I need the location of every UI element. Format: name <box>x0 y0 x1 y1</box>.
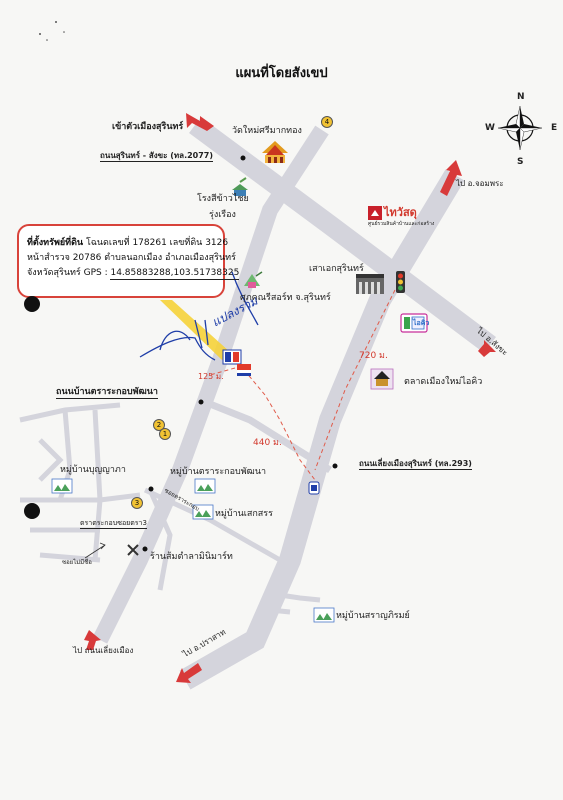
temple-icon <box>262 141 288 163</box>
hole-punch-bottom <box>24 503 40 519</box>
route-dashed <box>209 289 396 481</box>
property-location-icon <box>222 349 242 365</box>
label-thaiwatsadu-sub: ศูนย์รวมสินค้าบ้านและก่อสร้าง <box>368 221 435 227</box>
compass-west: W <box>485 123 495 133</box>
label-dist-125: 125 ม. <box>198 372 224 381</box>
info-deed: โฉนดเลขที่ 178261 เลขที่ดิน 3126 <box>83 238 229 248</box>
compass-north: N <box>517 92 525 102</box>
page-title: แผนที่โดยสังเขป <box>235 66 328 81</box>
thaiwatsadu-logo-icon <box>368 206 382 220</box>
iq-logo-icon <box>400 313 428 333</box>
compass-rose <box>497 105 543 151</box>
label-village-sara: หมู่บ้านสราญภิรมย์ <box>336 611 410 621</box>
label-rice-mill-1: โรงสีข้าวไชย <box>197 194 249 204</box>
info-line-1: ที่ตั้งทรัพย์ที่ดิน โฉนดเลขที่ 178261 เล… <box>27 236 228 251</box>
info-line-3: จังหวัดสุรินทร์ GPS : 14.85883288,103.51… <box>27 266 240 281</box>
road-dots <box>142 155 338 552</box>
village-icon-tra <box>194 478 216 494</box>
label-to-city: เข้าตัวเมืองสุรินทร์ <box>112 122 184 132</box>
property-highlight <box>160 300 230 360</box>
property-flag-icon <box>237 364 251 376</box>
label-village-bu: หมู่บ้านบุญญาภา <box>60 465 126 475</box>
label-market: ตลาดเมืองใหม่ไอคิว <box>404 377 483 387</box>
label-ring-road: ถนนเลี่ยงเมืองสุรินทร์ (ทล.293) <box>359 459 472 470</box>
village-icon-sek <box>192 504 214 520</box>
label-road-tra-ra: ถนนบ้านตราระกอบพัฒนา <box>56 387 158 399</box>
marker-4: 4 <box>321 116 333 128</box>
label-to-chom-phra: ไป อ.จอมพระ <box>456 179 504 188</box>
compass-east: E <box>551 123 558 133</box>
label-resort: ศุภคุณรีสอร์ท จ.สุรินทร์ <box>240 293 331 303</box>
info-line-2: หน้าสำรวจ 20786 ตำบลนอกเมือง อำเภอเมืองส… <box>27 253 236 263</box>
shop-icon <box>127 544 139 556</box>
label-shop: ร้านส้มตำลามินิมาร์ท <box>150 552 233 562</box>
label-sao-surin: เสาเอกสุรินทร์ <box>309 264 364 274</box>
traffic-light-icon <box>396 271 405 293</box>
label-dist-440: 440 ม. <box>253 438 282 448</box>
direction-arrows <box>84 113 496 683</box>
info-label: ที่ตั้งทรัพย์ที่ดิน <box>27 238 84 248</box>
label-rice-mill-2: รุ่งเรือง <box>209 210 236 220</box>
label-village-sek: หมู่บ้านเสกสรร <box>215 509 273 519</box>
label-unnamed-soi: ซอยไม่มีชื่อ <box>62 559 92 566</box>
village-icon-sara <box>313 607 335 623</box>
label-to-ring-road: ไป ถนนเลี่ยงเมือง <box>73 646 134 655</box>
property-info-box: ที่ตั้งทรัพย์ที่ดิน โฉนดเลขที่ 178261 เล… <box>17 224 240 298</box>
iq-logo-text: ไอคิว <box>413 319 430 327</box>
compass-south: S <box>517 157 524 167</box>
label-wat: วัดใหม่ศรีมากทอง <box>232 126 302 136</box>
info-province: จังหวัดสุรินทร์ GPS : <box>27 268 111 278</box>
scan-specks <box>39 21 65 41</box>
village-icon-bu <box>51 478 73 494</box>
label-dist-720: 720 ม. <box>359 351 388 361</box>
marker-1: 1 <box>159 428 171 440</box>
label-thaiwatsadu: ไทวัสดุ <box>384 206 417 219</box>
rice-mill-icon <box>232 177 248 196</box>
village-streets <box>19 402 321 615</box>
resort-icon <box>244 271 263 288</box>
marker-3: 3 <box>131 497 143 509</box>
building-icon <box>356 274 384 294</box>
handwritten-annotation <box>139 271 259 361</box>
pointer-arrow-icon <box>84 542 106 559</box>
label-road-2077: ถนนสุรินทร์ - สังขะ (ทล.2077) <box>100 151 214 162</box>
hole-punch-top <box>24 296 40 312</box>
label-village-tra: หมู่บ้านตราระกอบพัฒนา <box>170 467 267 477</box>
label-tra-soi: ตราตระกอบซอยตรา3 <box>80 519 147 529</box>
info-gps: 14.85883288,103.51738325 <box>110 268 240 280</box>
market-icon <box>370 368 394 390</box>
road-sign-icon <box>308 481 320 495</box>
